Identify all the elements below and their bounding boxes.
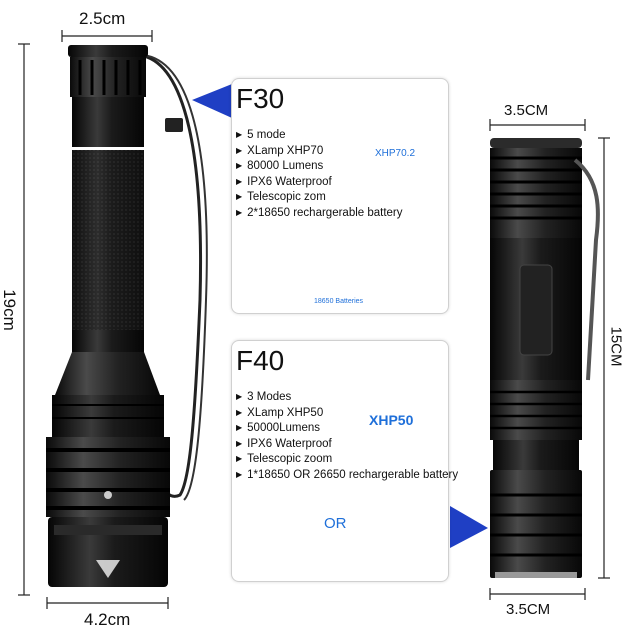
f40-or-label: OR (324, 515, 347, 532)
right-dimension-lines (489, 119, 610, 600)
f40-width-top-label: 3.5CM (504, 102, 549, 119)
f40-spec-item: XLamp XHP50 (236, 406, 458, 422)
f40-spec-item: 50000Lumens (236, 421, 458, 437)
f40-spec-list: 3 Modes XLamp XHP50 50000Lumens IPX6 Wat… (236, 390, 458, 484)
f30-height-label: 19cm (0, 289, 19, 331)
f30-spec-list: 5 mode XLamp XHP70 80000 Lumens IPX6 Wat… (236, 128, 403, 222)
f40-battery-print-2: 26650 (371, 517, 378, 535)
left-dimension-lines (18, 30, 169, 609)
f30-spec-item: 2*18650 rechargerable battery (236, 206, 402, 222)
f40-pointer-arrow (450, 506, 488, 548)
f30-spec-item: XLamp XHP70 (236, 144, 403, 160)
f30-spec-item: Telescopic zom (236, 190, 403, 206)
f30-spec-item: 5 mode (236, 128, 403, 144)
f40-spec-item: IPX6 Waterproof (236, 437, 458, 453)
f40-flashlight (490, 138, 600, 578)
f40-height-label: 15CM (607, 326, 625, 367)
f30-battery-print-2: 18650 (353, 248, 360, 266)
f40-width-bottom-label: 3.5CM (506, 601, 551, 618)
f40-spec-item: 1*18650 OR 26650 rechargerable battery (236, 468, 458, 484)
f30-spec-item: 80000 Lumens (236, 159, 403, 175)
f40-spec-card: F40 XHP50 3 Modes XLamp XHP50 50000Lumen… (231, 340, 458, 582)
f40-spec-item: 3 Modes (236, 390, 458, 406)
f30-width-bottom-label: 4.2cm (84, 610, 131, 629)
f30-spec-card: F30 XHP70.2 5 mode XLamp XHP70 80000 Lum… (231, 78, 449, 314)
f30-pointer-arrow (192, 84, 232, 118)
f30-flashlight (46, 45, 208, 587)
f40-battery-print-1: 18650 (301, 517, 308, 535)
f30-battery-label: 18650 Batteries (314, 298, 364, 305)
f30-battery-print-1: 18650 (323, 248, 330, 266)
f40-spec-item: Telescopic zoom (236, 452, 458, 468)
f30-model-title: F30 (236, 83, 285, 114)
f30-width-top-label: 2.5cm (79, 9, 126, 28)
f30-spec-item: IPX6 Waterproof (236, 175, 403, 191)
f40-model-title: F40 (236, 345, 285, 376)
